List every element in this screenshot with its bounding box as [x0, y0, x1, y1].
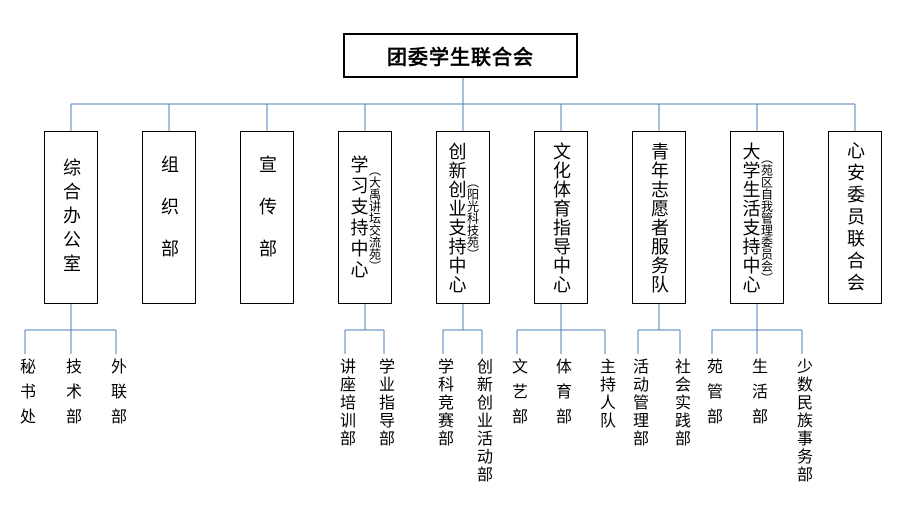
root-org-box: 团委学生联合会 — [343, 33, 578, 78]
dept-box-learning-support: 学习支持中心 （大禹讲坛交流苑） — [338, 131, 392, 304]
dept-label: 宣传部 — [257, 154, 277, 281]
sub-dept-label: 秘书处 — [17, 358, 34, 433]
sub-dept-label: 学业指导部 — [376, 358, 393, 448]
sub-dept-label: 技术部 — [63, 358, 80, 433]
dept-box-organization: 组织部 — [142, 131, 196, 304]
sub-dept-label: 社会实践部 — [672, 358, 689, 448]
sub-dept-label: 讲座培训部 — [337, 358, 354, 448]
dept-label: 大学生活支持中心 — [740, 141, 761, 294]
sub-dept-label: 生活部 — [749, 358, 766, 433]
dept-box-culture-sports: 文化体育指导中心 — [534, 131, 588, 304]
dept-label: 青年志愿者服务队 — [649, 141, 669, 294]
dept-box-innovation-support: 创新创业支持中心 （阳光科技苑） — [436, 131, 490, 304]
dept-label: 综合办公室 — [61, 157, 81, 278]
sub-dept-label: 体育部 — [553, 358, 570, 433]
sub-dept-label: 外联部 — [108, 358, 125, 433]
sub-dept-label: 活动管理部 — [630, 358, 647, 448]
sub-dept-label: 少数民族事务部 — [794, 358, 811, 484]
sub-dept-label: 创新创业活动部 — [474, 358, 491, 484]
dept-annotation: （大禹讲坛交流苑） — [367, 163, 382, 272]
dept-box-publicity: 宣传部 — [240, 131, 294, 304]
dept-label: 组织部 — [159, 154, 179, 281]
dept-box-youth-volunteers: 青年志愿者服务队 — [632, 131, 686, 304]
dept-annotation: （阳光科技苑） — [465, 175, 480, 260]
sub-dept-label: 苑管部 — [704, 358, 721, 433]
sub-dept-label: 文艺部 — [509, 358, 526, 433]
dept-annotation: （苑区自我管理委员会） — [759, 151, 774, 284]
dept-label: 学习支持中心 — [348, 154, 369, 281]
dept-box-campus-life-support: 大学生活支持中心 （苑区自我管理委员会） — [730, 131, 784, 304]
dept-label: 文化体育指导中心 — [551, 141, 571, 294]
dept-label: 创新创业支持中心 — [446, 141, 467, 294]
dept-box-general-office: 综合办公室 — [44, 131, 98, 304]
dept-box-psych-committee: 心安委员联合会 — [828, 131, 882, 304]
root-org-label: 团委学生联合会 — [387, 47, 534, 69]
dept-label: 心安委员联合会 — [845, 140, 865, 295]
sub-dept-label: 主持人队 — [597, 358, 614, 430]
sub-dept-label: 学科竞赛部 — [435, 358, 452, 448]
